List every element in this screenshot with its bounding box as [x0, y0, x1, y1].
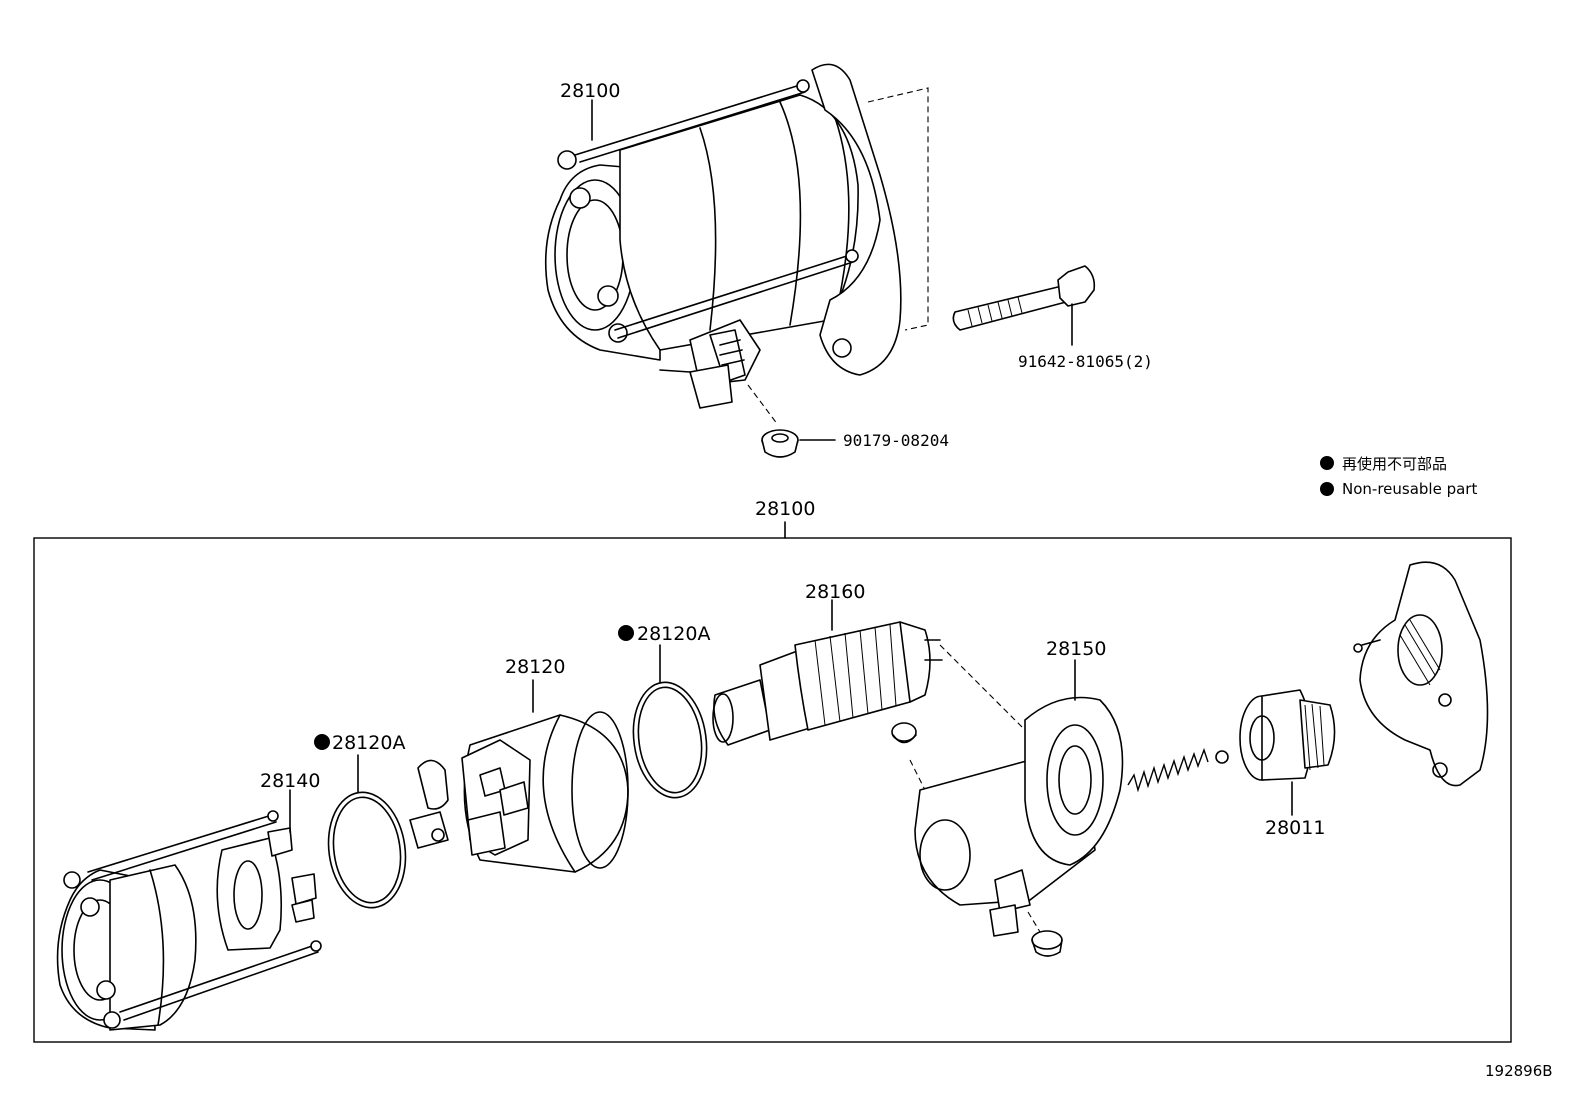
nut-drawing [761, 429, 836, 458]
label-28120A-upper: 28120A [637, 623, 710, 645]
label-28011: 28011 [1265, 817, 1325, 839]
non-reusable-icon [618, 625, 634, 641]
legend-bullet-icon [1320, 456, 1334, 470]
yoke-drawing [461, 679, 629, 873]
exploded-view-frame [33, 537, 1512, 1043]
rear-housing-drawing [56, 810, 322, 1031]
flange-bolt-drawing [952, 265, 1096, 346]
label-28160: 28160 [805, 581, 865, 603]
legend-japanese: 再使用不可部品 [1342, 455, 1447, 473]
figure-id: 192896B [1485, 1062, 1553, 1080]
o-ring-lower-drawing [327, 754, 407, 909]
label-28150: 28150 [1046, 638, 1106, 660]
non-reusable-icon [314, 734, 330, 750]
legend: 再使用不可部品 Non-reusable part [1320, 455, 1477, 498]
label-nut: 90179-08204 [843, 431, 949, 450]
starter-housing-drawing [891, 659, 1124, 957]
armature-drawing [712, 599, 1031, 746]
o-ring-upper-drawing [632, 644, 708, 799]
label-bolt: 91642-81065(2) [1018, 352, 1153, 371]
starter-assembly-drawing [544, 63, 929, 426]
label-28100-top: 28100 [560, 80, 620, 102]
brush-holder-drawing [216, 789, 317, 951]
terminal-clip-drawing [409, 759, 449, 849]
label-28120A-lower: 28120A [332, 732, 405, 754]
label-28140: 28140 [260, 770, 320, 792]
legend-english: Non-reusable part [1342, 480, 1477, 498]
clutch-drawing [1239, 689, 1336, 816]
legend-bullet-icon [1320, 482, 1334, 496]
label-28100-exploded: 28100 [755, 498, 815, 520]
spring-drawing [1127, 747, 1229, 793]
label-28120: 28120 [505, 656, 565, 678]
front-housing-drawing [1353, 561, 1489, 787]
